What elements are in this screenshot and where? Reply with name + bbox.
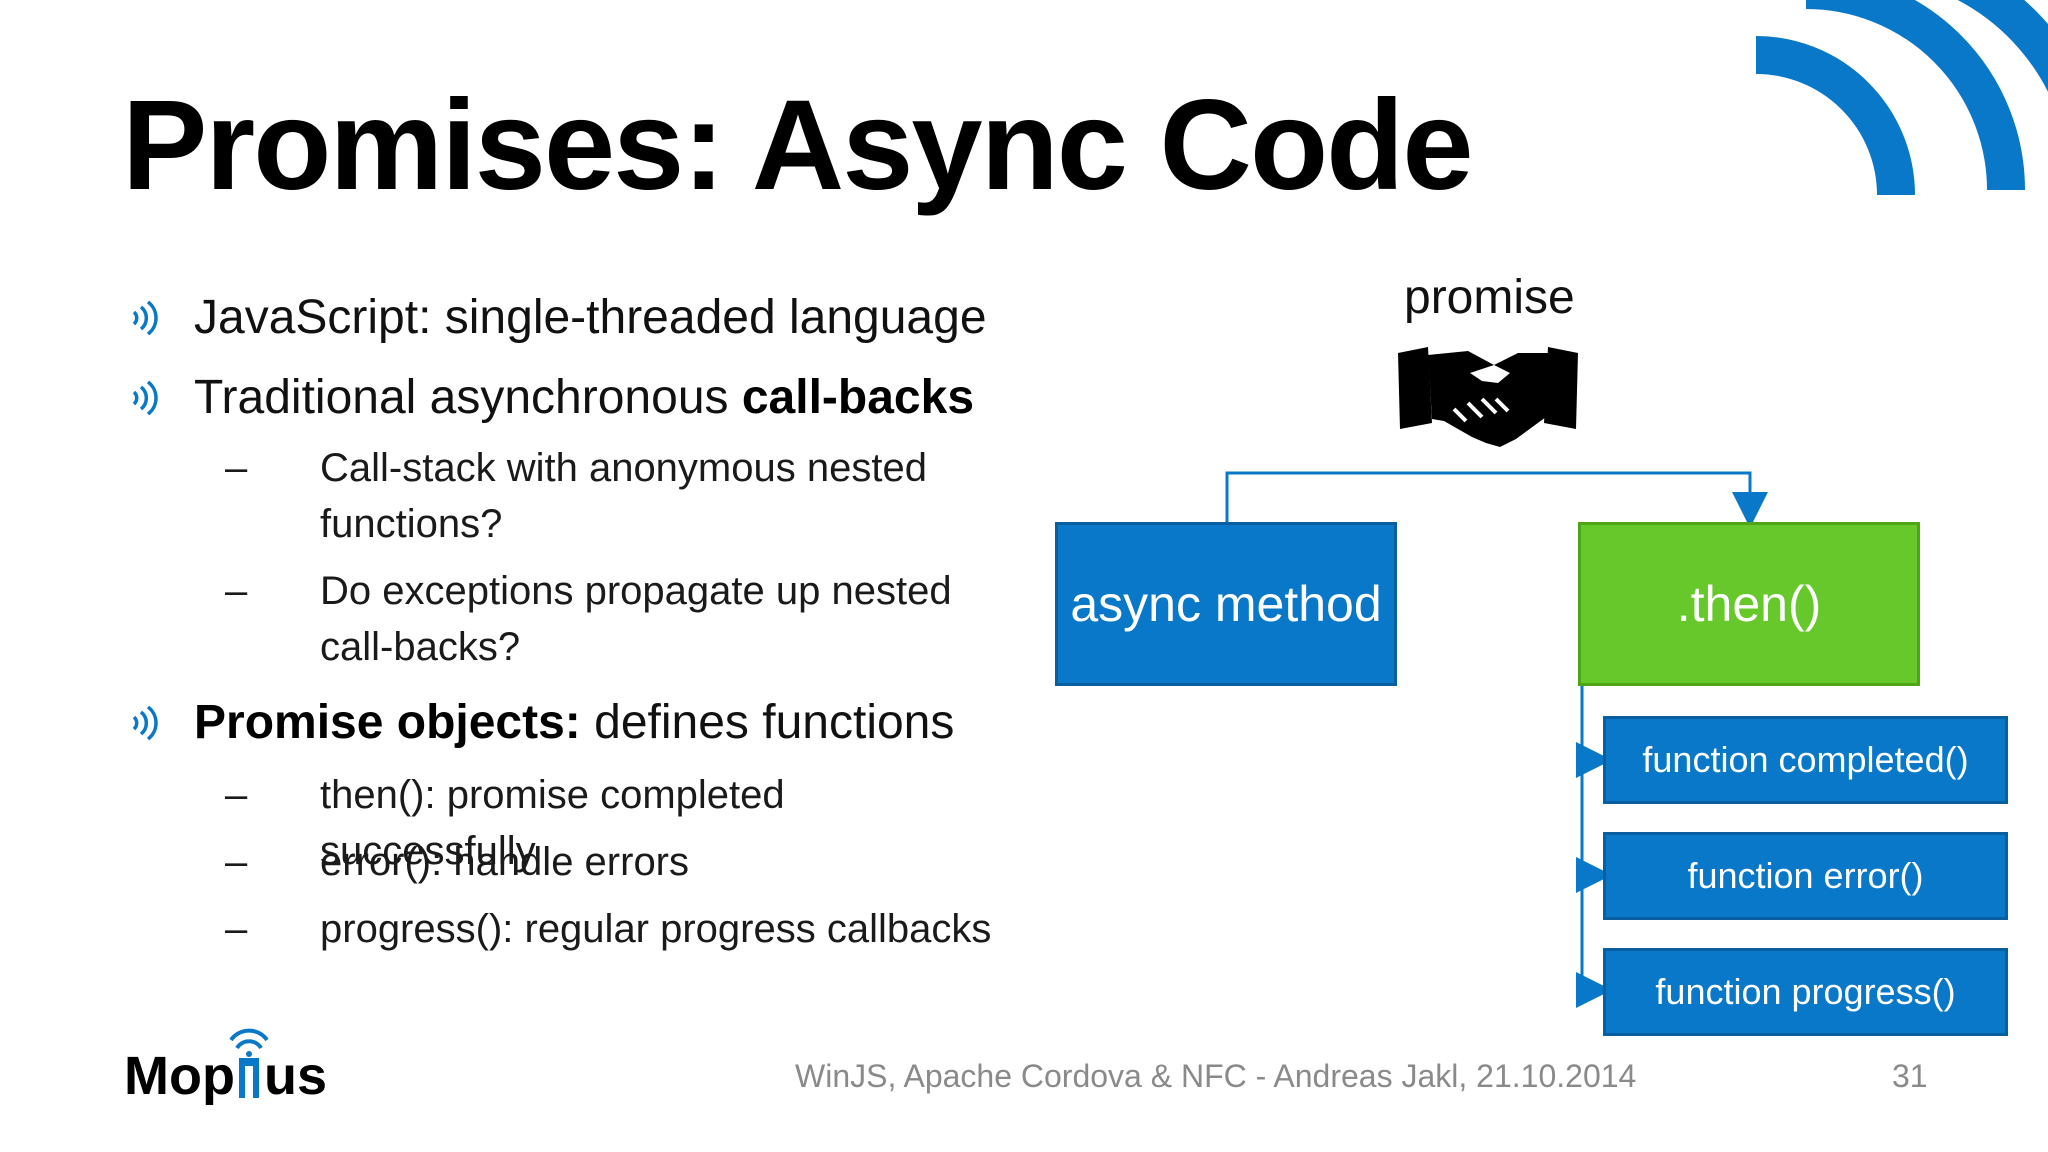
bullet-text-normal: defines functions <box>580 696 955 749</box>
sub-bullet-line: Call-stack with anonymous nested <box>320 446 927 490</box>
sub-bullet-text: error(): handle errors <box>320 840 690 884</box>
sub-bullet-dash: – <box>225 840 248 884</box>
nfc-waves-icon <box>132 705 158 740</box>
nfc-waves-icon <box>132 300 158 335</box>
bullet-text: Traditional asynchronous call-backs <box>194 370 974 425</box>
sub-bullet-dash: – <box>225 773 248 817</box>
then-box: .then() <box>1578 522 1920 686</box>
handshake-icon <box>1398 347 1578 447</box>
sub-bullet-dash: – <box>225 446 248 490</box>
bullet-item: Traditional asynchronous call-backs <box>130 370 974 425</box>
bullet-item: JavaScript: single-threaded language <box>130 290 987 345</box>
sub-bullet-text: Call-stack with anonymous nested functio… <box>320 440 1010 552</box>
async-method-box: async method <box>1055 522 1397 686</box>
nfc-waves-icon <box>132 380 158 415</box>
sub-bullet-line: call-backs? <box>320 625 521 669</box>
bullet-text-bold: Promise objects: <box>194 696 581 749</box>
sub-bullet-text: progress(): regular progress callbacks <box>320 907 992 951</box>
bullet-text-normal: Traditional asynchronous <box>194 371 742 424</box>
sub-bullet-text: then(): promise completed successfully <box>320 773 785 873</box>
logo-text-post: us <box>264 1046 327 1106</box>
logo-text-pre: Mop <box>124 1046 235 1106</box>
corner-waves-icon <box>1755 0 2048 196</box>
sub-bullet-line: functions? <box>320 502 503 546</box>
bullet-text: Promise objects: defines functions <box>194 695 954 750</box>
promise-label: promise <box>1404 271 1575 324</box>
footer-text: WinJS, Apache Cordova & NFC - Andreas Ja… <box>795 1058 1637 1094</box>
sub-bullet-dash: – <box>225 907 248 951</box>
bullet-text: JavaScript: single-threaded language <box>194 291 987 344</box>
sub-bullet-text: Do exceptions propagate up nested call-b… <box>320 563 1010 675</box>
slide-title: Promises: Async Code <box>122 74 1473 217</box>
bullet-text-bold: call-backs <box>741 371 975 424</box>
function-completed-box: function completed() <box>1603 716 2008 804</box>
bullet-item: Promise objects: defines functions <box>130 695 954 750</box>
mopius-logo-icon: Mop us <box>124 1028 327 1106</box>
sub-bullet-line: Do exceptions propagate up nested <box>320 569 952 613</box>
mopius-logo: Mop us <box>124 1028 334 1113</box>
sub-bullet-dash: – <box>225 569 248 613</box>
function-error-box: function error() <box>1603 832 2008 920</box>
function-progress-box: function progress() <box>1603 948 2008 1036</box>
page-number: 31 <box>1892 1058 1928 1094</box>
